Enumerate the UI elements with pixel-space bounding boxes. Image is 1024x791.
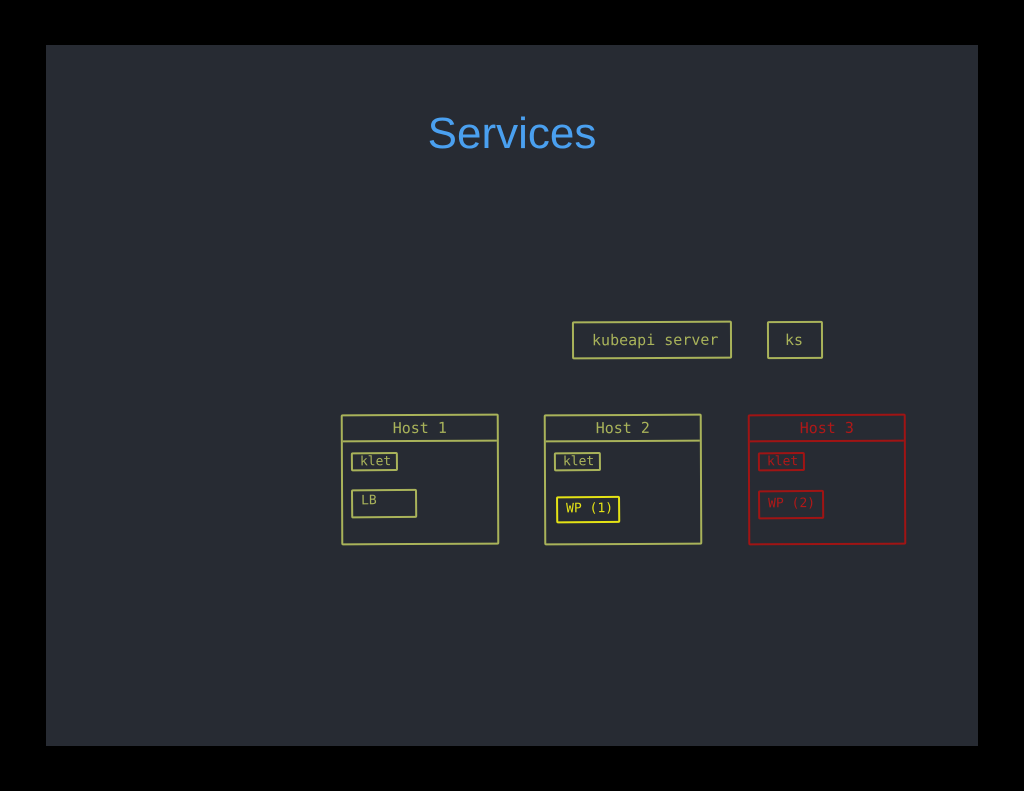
host-2-wp-label: WP (1) [566, 500, 614, 517]
host-1-klet-label: klet [359, 454, 392, 470]
host-1-klet-box: klet [350, 451, 399, 472]
host-2-klet-box: klet [553, 451, 602, 472]
host-3-header: Host 3 [749, 415, 904, 443]
host-2-header: Host 2 [545, 415, 700, 443]
host-1-header: Host 1 [342, 415, 497, 443]
kubeapi-server-label: kubeapi server [591, 330, 719, 350]
host-1: Host 1 klet LB [340, 413, 500, 546]
host-1-lb-box: LB [350, 488, 418, 519]
slide: Services kubeapi server ks Host 1 klet L… [46, 45, 978, 746]
host-2: Host 2 klet WP (1) [543, 413, 703, 546]
host-3-klet-label: klet [766, 454, 799, 470]
host-3-wp-box: WP (2) [757, 489, 825, 520]
host-2-wp-box: WP (1) [556, 495, 621, 524]
ks-label: ks [784, 330, 804, 350]
ks-box: ks [766, 320, 824, 360]
host-2-klet-label: klet [562, 454, 595, 470]
slide-title: Services [427, 109, 597, 158]
host-3-wp-label: WP (2) [768, 495, 816, 512]
host-1-lb-label: LB [361, 493, 377, 509]
host-3-klet-box: klet [757, 451, 806, 472]
host-3: Host 3 klet WP (2) [747, 413, 907, 546]
kubeapi-server-box: kubeapi server [571, 320, 733, 360]
